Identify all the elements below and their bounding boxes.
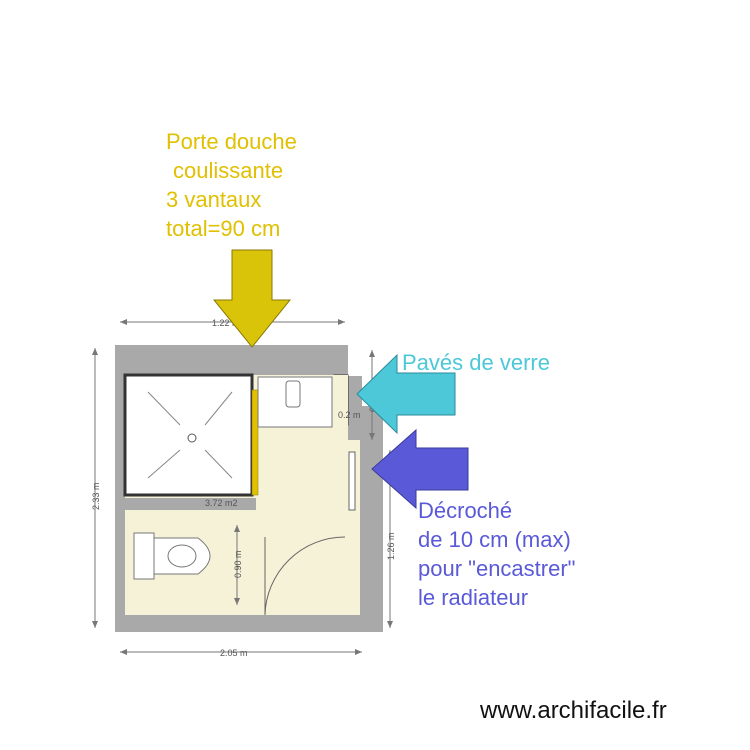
dimension-right-lower-label: 1.26 m [386,532,396,560]
radiator [348,451,356,511]
door-swing [264,536,346,616]
shower-door [251,389,259,496]
shower-door-note-line: 3 vantaux [166,187,261,212]
dimension-bottom-label: 2.05 m [220,648,248,658]
recess-note-line: de 10 cm (max) [418,527,571,552]
dimension-left-label: 2.33 m [91,482,101,510]
shower-door-arrow [212,249,292,348]
dimension-left [92,348,98,628]
recess-note-line: Décroché [418,498,512,523]
shower-drain [187,433,197,443]
shower-door-note-line: coulissante [173,158,283,183]
wc-tank [133,532,155,580]
wc-bowl [153,537,211,575]
glass-blocks-note: Pavés de verre [402,350,550,375]
shower-slope [147,449,181,479]
shower-tray [123,373,254,497]
footer-website: www.archifacile.fr [479,697,667,724]
shower-door-note-line: total=90 cm [166,216,280,241]
room-area-label: 3.72 m2 [205,498,238,508]
recess-note-line: pour "encastrer" [418,556,575,581]
partition-wall [115,498,256,510]
recess-arrow [371,428,469,510]
glass-blocks-arrow [356,353,456,435]
shower-slope [147,391,181,426]
recess-note: Décroché de 10 cm (max) pour "encastrer"… [418,498,582,610]
recess-note-line: le radiateur [418,585,528,610]
dimension-top-label: 1.22 m [212,318,240,328]
dimension-alcove-label: 0.2 m [338,410,361,420]
dimension-bottom [120,649,362,655]
dimension-wc-label: 0.90 m [233,550,243,578]
dimension-wc [234,525,240,605]
wc-seat [167,544,197,568]
shower-slope [204,449,233,479]
shower-door-note: Porte douche coulissante 3 vantaux total… [166,129,303,241]
basin [285,380,301,408]
shower-door-note-line: Porte douche [166,129,297,154]
shower-slope [204,391,233,426]
